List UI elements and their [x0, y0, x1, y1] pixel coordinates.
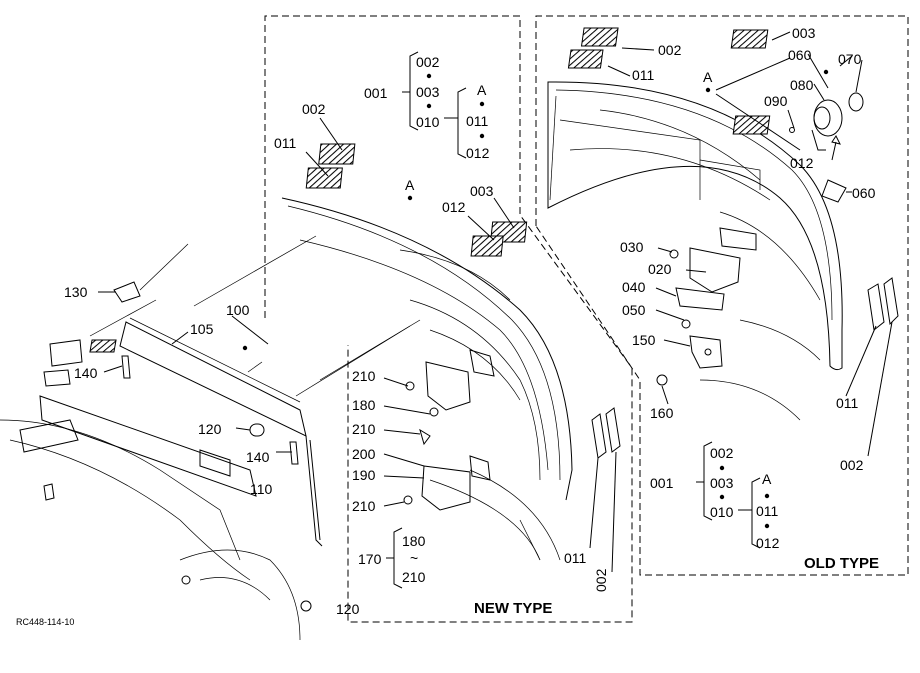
- label-170: 170: [358, 551, 382, 567]
- decal-old-side-011: [867, 283, 885, 331]
- decal-new-side-011: [591, 413, 607, 459]
- label-060-a: 060: [788, 47, 812, 63]
- label-030: 030: [620, 239, 644, 255]
- label-old-011-a: 011: [632, 67, 655, 83]
- label-old-002-b: 002: [840, 457, 864, 473]
- label-180-a: 180: [352, 397, 376, 413]
- label-210-a: 210: [352, 368, 376, 384]
- label-120-a: 120: [198, 421, 222, 437]
- label-new-012-a: 012: [466, 145, 490, 161]
- label-new-A-1: A: [477, 82, 487, 98]
- label-180-b: 180: [402, 533, 426, 549]
- label-old-011-c: 011: [756, 503, 779, 519]
- label-210-b: 210: [352, 421, 376, 437]
- new-type-title: NEW TYPE: [474, 600, 552, 617]
- new-type-hood-panel: [281, 197, 573, 561]
- label-old-012-b: 012: [756, 535, 780, 551]
- label-tilde: ~: [410, 550, 418, 566]
- decal-old-011: [567, 49, 604, 69]
- decal-old-002: [580, 27, 619, 47]
- label-070: 070: [838, 51, 862, 67]
- marker-dots: [242, 69, 829, 529]
- label-new-012-b: 012: [442, 199, 466, 215]
- decal-new-012: [470, 235, 504, 257]
- label-140-a: 140: [74, 365, 98, 381]
- old-type-hood-panel: [547, 81, 843, 371]
- leader-lines: [98, 31, 893, 589]
- label-040: 040: [622, 279, 646, 295]
- label-210-c: 210: [352, 498, 376, 514]
- label-old-012-a: 012: [790, 155, 814, 171]
- label-160: 160: [650, 405, 674, 421]
- label-150: 150: [632, 332, 656, 348]
- label-old-003-b: 003: [710, 475, 734, 491]
- label-old-002-a: 002: [658, 42, 682, 58]
- label-100: 100: [226, 302, 250, 318]
- label-new-002-c: 002: [593, 568, 609, 592]
- decal-old-012: [732, 115, 771, 135]
- new-type-hinge-brackets: [403, 349, 495, 511]
- label-210-d: 210: [402, 569, 426, 585]
- label-200: 200: [352, 446, 376, 462]
- frame-assembly: [0, 235, 421, 641]
- label-old-001: 001: [650, 475, 674, 491]
- decal-new-011: [305, 167, 343, 189]
- new-type-region-outline: [264, 15, 633, 623]
- label-105: 105: [190, 321, 214, 337]
- label-new-001: 001: [364, 85, 388, 101]
- part-labels-old-type: 002 011 A 003 060 070 080 090 012 060 03…: [620, 25, 879, 572]
- label-new-011-a: 011: [466, 113, 489, 129]
- label-050: 050: [622, 302, 646, 318]
- label-old-A: A: [703, 69, 713, 85]
- lock-assembly: [789, 92, 864, 203]
- label-140-b: 140: [246, 449, 270, 465]
- label-120-b: 120: [336, 601, 360, 617]
- label-old-002-c: 002: [710, 445, 734, 461]
- label-new-002-b: 002: [302, 101, 326, 117]
- label-020: 020: [648, 261, 672, 277]
- drawing-code: RC448-114-10: [16, 617, 74, 627]
- label-new-011-b: 011: [274, 135, 297, 151]
- label-new-011-c: 011: [564, 550, 587, 566]
- label-old-A-2: A: [762, 471, 772, 487]
- part-labels-new-type: 002 001 003 010 A 011 012 002 011 A 003 …: [16, 54, 609, 627]
- label-060-b: 060: [852, 185, 876, 201]
- label-old-003-a: 003: [792, 25, 816, 41]
- decal-old-003: [730, 29, 769, 49]
- label-old-011-b: 011: [836, 395, 859, 411]
- decal-new-002: [318, 143, 356, 165]
- old-type-title: OLD TYPE: [804, 555, 879, 572]
- label-new-002-a: 002: [416, 54, 440, 70]
- label-old-010: 010: [710, 504, 734, 520]
- label-080: 080: [790, 77, 814, 93]
- label-new-010: 010: [416, 114, 440, 130]
- label-130: 130: [64, 284, 88, 300]
- old-type-bracket-assembly: [656, 227, 821, 421]
- label-110: 110: [250, 481, 273, 497]
- old-type-region-outline: [535, 15, 909, 576]
- label-new-003-b: 003: [470, 183, 494, 199]
- label-090: 090: [764, 93, 788, 109]
- decal-old-side-002: [883, 277, 899, 326]
- label-new-003-a: 003: [416, 84, 440, 100]
- label-new-A-2: A: [405, 177, 415, 193]
- label-190: 190: [352, 467, 376, 483]
- decal-new-side-002: [605, 407, 621, 453]
